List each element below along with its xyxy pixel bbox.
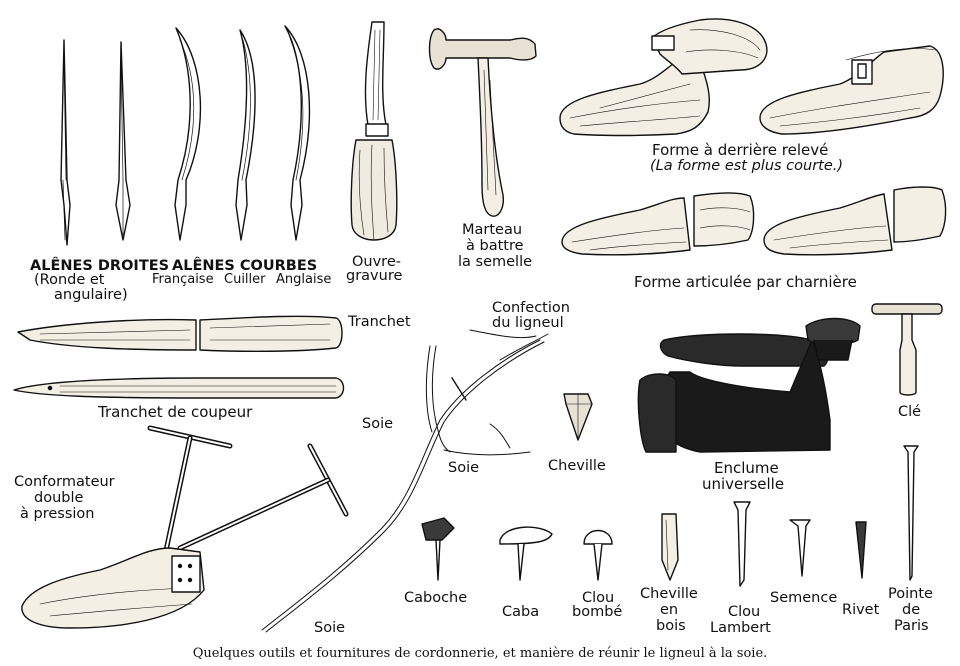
label-clou-lambert-1: Clou: [728, 604, 761, 620]
label-confection-1: Confection: [492, 300, 570, 316]
last-raised-heel-2: [759, 45, 944, 135]
label-cheville-bois-3: bois: [656, 618, 686, 634]
label-rivet: Rivet: [842, 602, 880, 618]
label-caboche: Caboche: [404, 590, 468, 606]
universal-anvil: [637, 317, 861, 453]
label-cle: Clé: [898, 404, 922, 420]
label-pointe-3: Paris: [894, 618, 929, 634]
label-semence: Semence: [770, 590, 838, 606]
label-cheville-bois-1: Cheville: [640, 586, 698, 602]
hammer: [428, 28, 537, 217]
clou-bombe-nail: [583, 529, 613, 581]
conformateur-press: [21, 425, 349, 629]
label-marteau-1: Marteau: [462, 222, 523, 238]
ouvre-gravure-tool: [350, 21, 398, 241]
semence-tack: [789, 519, 811, 577]
label-forme-courte: (La forme est plus courte.): [650, 158, 844, 174]
pointe-de-paris-nail: [903, 445, 919, 581]
label-francaise: Française: [152, 272, 214, 287]
cheville-peg: [563, 393, 593, 441]
tranchet-de-coupeur-knife: [13, 377, 345, 399]
label-conformateur-3: à pression: [20, 506, 95, 522]
label-angulaire: angulaire): [54, 287, 128, 303]
curved-awl-francaise: [174, 27, 202, 241]
curved-awl-anglaise: [284, 25, 311, 241]
label-cheville-bois-2: en: [660, 602, 679, 618]
cheville-bois-peg: [661, 513, 679, 581]
label-ronde-et: (Ronde et: [34, 272, 105, 288]
hinged-last-1: [561, 192, 755, 256]
hinged-last-2: [763, 186, 947, 256]
label-pointe-2: de: [902, 602, 921, 618]
label-clou-bombe-2: bombé: [572, 604, 623, 620]
label-marteau-2: à battre: [466, 238, 524, 254]
label-forme-releve: Forme à derrière relevé: [652, 141, 829, 159]
curved-awl-cuiller: [235, 29, 256, 241]
label-enclume-1: Enclume: [714, 459, 779, 477]
label-ouvre: Ouvre-: [352, 254, 401, 270]
caba-nail: [499, 526, 553, 581]
straight-awl-round: [60, 39, 71, 246]
label-forme-charniere: Forme articulée par charnière: [634, 273, 857, 291]
label-cuiller: Cuiller: [224, 272, 266, 287]
label-alenes-courbes: ALÊNES COURBES: [172, 258, 318, 274]
label-tranchet: Tranchet: [348, 314, 411, 330]
label-marteau-3: la semelle: [458, 254, 533, 270]
label-enclume-2: universelle: [702, 475, 785, 493]
caboche-nail: [421, 517, 455, 581]
plate-caption: Quelques outils et fournitures de cordon…: [192, 646, 768, 661]
label-alenes-droites: ALÊNES DROITES: [30, 258, 170, 274]
straight-awl-angular: [115, 41, 131, 241]
label-caba: Caba: [502, 604, 540, 620]
key-tool: [871, 303, 943, 396]
thread-diagram: [261, 329, 549, 633]
rivet: [855, 521, 867, 579]
clou-lambert-nail: [733, 501, 751, 587]
label-pointe-1: Pointe: [888, 586, 933, 602]
label-confection-2: du ligneul: [492, 315, 564, 331]
label-cheville: Cheville: [548, 458, 606, 474]
tranchet-knife: [17, 315, 343, 353]
label-anglaise: Anglaise: [276, 272, 332, 287]
last-raised-heel-1: [559, 18, 768, 137]
label-clou-lambert-2: Lambert: [710, 620, 771, 636]
label-gravure: gravure: [346, 268, 403, 284]
label-soie-3: Soie: [314, 620, 346, 636]
label-clou-bombe-1: Clou: [582, 590, 615, 606]
label-tranchet-coupeur: Tranchet de coupeur: [98, 403, 253, 421]
label-conformateur-1: Conformateur: [14, 474, 115, 490]
label-soie-1: Soie: [362, 416, 394, 432]
label-soie-2: Soie: [448, 460, 480, 476]
label-conformateur-2: double: [34, 490, 84, 506]
